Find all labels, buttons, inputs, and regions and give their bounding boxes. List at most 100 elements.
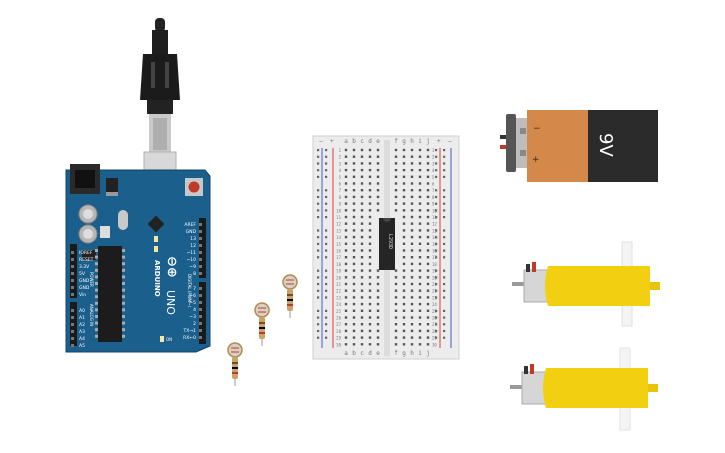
- bb-hole[interactable]: [410, 323, 414, 326]
- bb-hole[interactable]: [352, 242, 356, 245]
- bb-hole[interactable]: [368, 209, 372, 212]
- rail-hole[interactable]: [317, 155, 320, 158]
- bb-hole[interactable]: [344, 316, 348, 319]
- bb-hole[interactable]: [352, 343, 356, 346]
- bb-hole[interactable]: [352, 229, 356, 232]
- rail-hole[interactable]: [317, 336, 320, 339]
- bb-hole[interactable]: [402, 343, 406, 346]
- rail-hole[interactable]: [443, 216, 446, 219]
- rail-hole[interactable]: [435, 323, 438, 326]
- bb-hole[interactable]: [402, 262, 406, 266]
- bb-hole[interactable]: [352, 329, 356, 333]
- rail-hole[interactable]: [435, 269, 438, 272]
- bb-hole[interactable]: [352, 282, 356, 286]
- rail-hole[interactable]: [317, 202, 320, 205]
- bb-hole[interactable]: [410, 229, 414, 232]
- digital-header-top[interactable]: [199, 218, 206, 278]
- bb-hole[interactable]: [402, 155, 406, 158]
- bb-hole[interactable]: [426, 262, 430, 266]
- bb-hole[interactable]: [368, 215, 372, 219]
- bb-hole[interactable]: [352, 189, 356, 192]
- bb-hole[interactable]: [360, 182, 364, 185]
- bb-hole[interactable]: [368, 242, 372, 245]
- bb-hole[interactable]: [344, 162, 348, 165]
- bb-hole[interactable]: [402, 329, 406, 333]
- bb-hole[interactable]: [368, 329, 372, 333]
- rail-hole[interactable]: [443, 329, 446, 333]
- bb-hole[interactable]: [360, 162, 364, 165]
- bb-hole[interactable]: [376, 175, 380, 178]
- bb-hole[interactable]: [376, 329, 380, 333]
- bb-hole[interactable]: [368, 148, 372, 152]
- bb-hole[interactable]: [394, 175, 398, 178]
- bb-hole[interactable]: [394, 323, 398, 326]
- bb-hole[interactable]: [344, 302, 348, 306]
- bb-hole[interactable]: [410, 235, 414, 239]
- rail-hole[interactable]: [325, 202, 328, 205]
- bb-hole[interactable]: [376, 189, 380, 192]
- bb-hole[interactable]: [360, 262, 364, 266]
- bb-hole[interactable]: [402, 222, 406, 225]
- header-pin-hole[interactable]: [71, 330, 74, 333]
- header-pin-hole[interactable]: [199, 336, 202, 339]
- bb-hole[interactable]: [410, 296, 414, 299]
- bb-hole[interactable]: [402, 202, 406, 205]
- bb-hole[interactable]: [344, 148, 348, 152]
- bb-hole[interactable]: [352, 309, 356, 312]
- rail-hole[interactable]: [317, 249, 320, 252]
- rail-hole[interactable]: [317, 283, 320, 286]
- bb-hole[interactable]: [368, 289, 372, 292]
- bb-hole[interactable]: [352, 256, 356, 259]
- bb-hole[interactable]: [394, 329, 398, 333]
- header-pin-hole[interactable]: [71, 293, 74, 296]
- bb-hole[interactable]: [410, 309, 414, 312]
- bb-hole[interactable]: [426, 235, 430, 239]
- dc-motor-2[interactable]: [510, 347, 658, 431]
- bb-hole[interactable]: [426, 155, 430, 158]
- bb-hole[interactable]: [352, 235, 356, 239]
- bb-hole[interactable]: [410, 262, 414, 266]
- bb-hole[interactable]: [360, 229, 364, 232]
- bb-hole[interactable]: [418, 229, 422, 232]
- bb-hole[interactable]: [352, 289, 356, 292]
- bb-hole[interactable]: [426, 148, 430, 152]
- rail-hole[interactable]: [443, 155, 446, 158]
- rail-hole[interactable]: [435, 229, 438, 232]
- bb-hole[interactable]: [352, 336, 356, 339]
- rail-hole[interactable]: [325, 162, 328, 165]
- rail-hole[interactable]: [325, 269, 328, 272]
- header-pin-hole[interactable]: [199, 308, 202, 311]
- bb-hole[interactable]: [410, 316, 414, 319]
- rail-hole[interactable]: [435, 202, 438, 205]
- battery-9v[interactable]: − + 9V: [500, 110, 658, 182]
- bb-hole[interactable]: [402, 195, 406, 199]
- bb-hole[interactable]: [344, 209, 348, 212]
- bb-hole[interactable]: [344, 155, 348, 158]
- bb-hole[interactable]: [352, 162, 356, 165]
- bb-hole[interactable]: [376, 269, 380, 272]
- bb-hole[interactable]: [344, 329, 348, 333]
- bb-hole[interactable]: [344, 296, 348, 299]
- bb-hole[interactable]: [376, 209, 380, 212]
- bb-hole[interactable]: [368, 168, 372, 172]
- rail-hole[interactable]: [325, 236, 328, 239]
- rail-hole[interactable]: [435, 175, 438, 178]
- bb-hole[interactable]: [410, 189, 414, 192]
- header-pin-hole[interactable]: [199, 265, 202, 268]
- bb-hole[interactable]: [376, 323, 380, 326]
- bb-hole[interactable]: [402, 296, 406, 299]
- bb-hole[interactable]: [344, 256, 348, 259]
- bb-hole[interactable]: [418, 175, 422, 178]
- bb-hole[interactable]: [426, 195, 430, 199]
- bb-hole[interactable]: [352, 175, 356, 178]
- bb-hole[interactable]: [394, 282, 398, 286]
- bb-hole[interactable]: [352, 148, 356, 152]
- bb-hole[interactable]: [402, 182, 406, 185]
- bb-hole[interactable]: [394, 336, 398, 339]
- photoresistor-3[interactable]: [227, 342, 243, 386]
- bb-hole[interactable]: [426, 168, 430, 172]
- bb-hole[interactable]: [394, 276, 398, 279]
- rail-hole[interactable]: [317, 323, 320, 326]
- rail-hole[interactable]: [435, 283, 438, 286]
- bb-hole[interactable]: [368, 343, 372, 346]
